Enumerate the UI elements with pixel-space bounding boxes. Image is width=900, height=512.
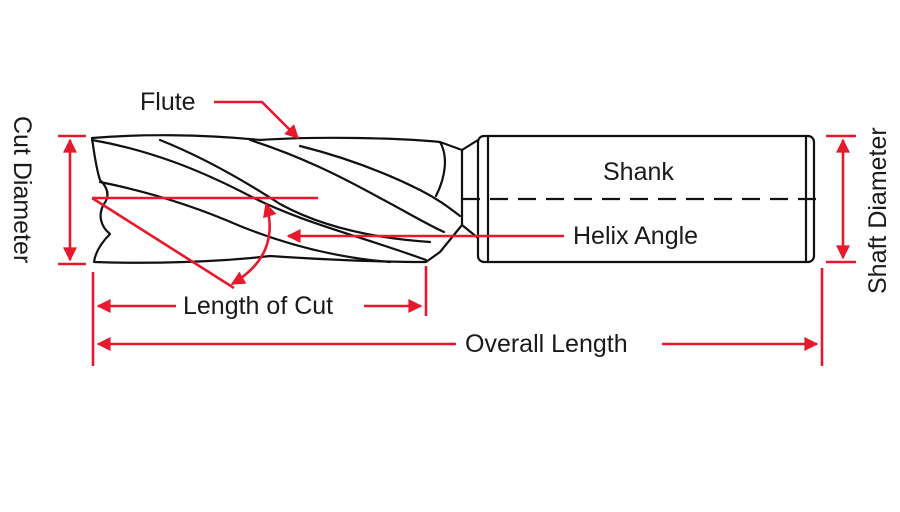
flute-label: Flute <box>140 88 196 116</box>
helix-angle-label: Helix Angle <box>573 222 698 250</box>
cut-diameter-label: Cut Diameter <box>8 116 36 263</box>
flute-spiral-1 <box>90 138 428 262</box>
tool-neck <box>460 138 480 240</box>
helix-angle-arc <box>230 202 277 286</box>
flute-lip <box>434 140 446 198</box>
flute-spiral-5 <box>298 144 462 218</box>
shank-label: Shank <box>603 158 674 186</box>
overall-length-label: Overall Length <box>465 330 628 358</box>
flute-leader-arrow <box>214 100 299 139</box>
shaft-diameter-label: Shaft Diameter <box>864 127 892 294</box>
end-mill-tool <box>90 134 816 264</box>
flute-spiral-4 <box>248 138 446 234</box>
dimension-annotations <box>58 100 856 366</box>
length-of-cut-label: Length of Cut <box>183 292 333 320</box>
helix-reference-diagonal <box>91 196 235 290</box>
labels: Flute Shank Helix Angle Length of Cut Ov… <box>8 88 892 358</box>
